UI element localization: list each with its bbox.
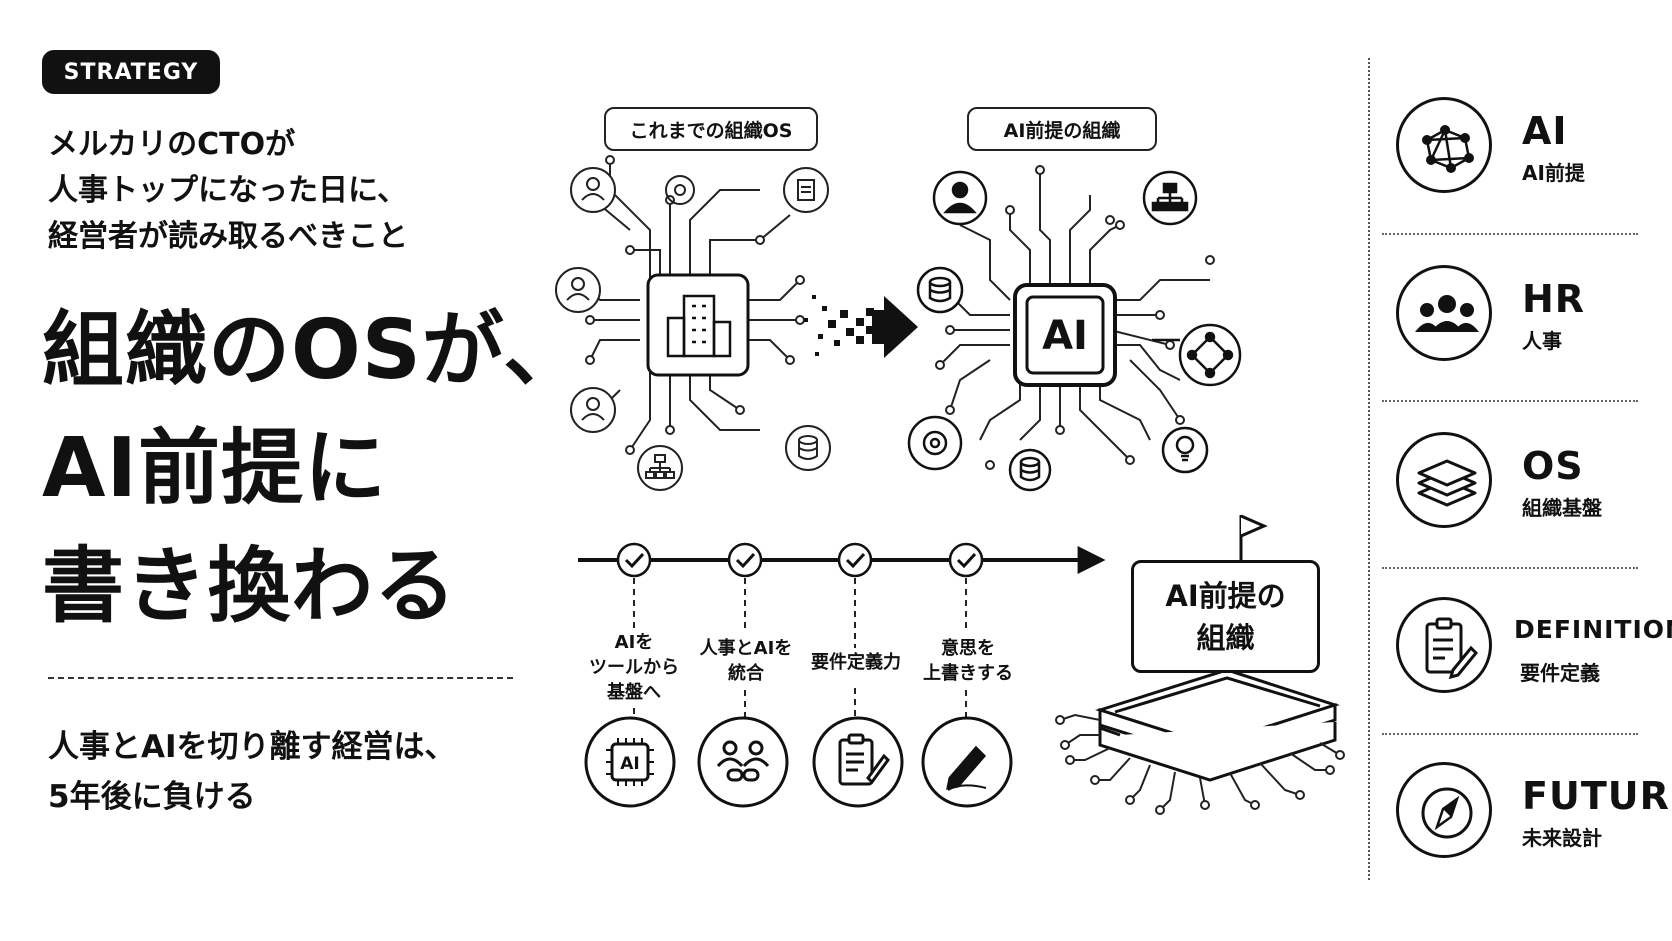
after-gear-icon	[907, 415, 963, 471]
keyword-title: AI	[1522, 109, 1568, 153]
after-circuit-nodes	[925, 165, 1215, 470]
subtitle-line: 経営者が読み取るべきこと	[48, 219, 408, 254]
building-chip	[646, 273, 750, 377]
before-gear-icon	[665, 175, 695, 205]
before-person-icon-bottom	[570, 387, 616, 433]
keyword-separator	[1382, 567, 1638, 569]
keyword-ai: AI AI前提	[1396, 97, 1646, 237]
goal-box: AI前提の 組織	[1131, 560, 1320, 673]
keyword-sub: AI前提	[1522, 161, 1585, 185]
subtitle-line: メルカリのCTOが	[48, 127, 296, 162]
keyword-hr: HR 人事	[1396, 265, 1646, 405]
ai-chip-label: AI	[1042, 313, 1088, 359]
conclusion-line: 人事とAIを切り離す経営は、	[48, 729, 456, 765]
keyword-sub: 組織基盤	[1522, 496, 1602, 520]
subtitle: メルカリのCTOが 人事トップになった日に、 経営者が読み取るべきこと	[48, 122, 518, 260]
conclusion-line: 5年後に負ける	[48, 779, 256, 815]
headline-line: AI前提に	[42, 421, 387, 516]
step-2-label-line: 人事とAIを	[699, 638, 793, 659]
ai-chip-icon: AI	[584, 716, 676, 808]
headline-line: 組織のOSが、	[42, 303, 587, 398]
keyword-title: FUTURE	[1522, 774, 1672, 818]
keyword-definition: DEFINITION 要件定義	[1396, 597, 1672, 737]
keyword-sub: 人事	[1522, 329, 1562, 353]
right-column-divider	[1368, 58, 1370, 880]
step-1-label-line: 基盤へ	[607, 682, 661, 703]
before-person-icon-mid	[555, 267, 601, 313]
before-org-chart-icon	[637, 445, 683, 491]
goal-circuit-nodes	[1055, 715, 1345, 815]
ai-chip	[1013, 283, 1117, 387]
layers-icon	[1396, 432, 1492, 528]
headline: 組織のOSが、 AI前提に 書き換わる	[42, 292, 587, 646]
before-circuit	[560, 160, 801, 451]
goal-line: 組織	[1196, 620, 1255, 655]
before-org-label: これまでの組織OS	[604, 107, 818, 151]
keyword-future: FUTURE 未来設計	[1396, 762, 1672, 902]
step-3-label-line: 要件定義力	[811, 652, 901, 673]
clipboard-pen-icon	[1396, 597, 1492, 693]
left-divider	[48, 677, 513, 679]
transition-arrow	[872, 296, 918, 358]
after-org-label: AI前提の組織	[967, 107, 1157, 151]
keyword-sub: 要件定義	[1520, 661, 1600, 685]
timeline-check-1	[616, 542, 652, 578]
conclusion: 人事とAIを切り離す経営は、 5年後に負ける	[48, 722, 528, 822]
timeline-check-2	[727, 542, 763, 578]
clipboard-icon	[812, 716, 904, 808]
step-2-label: 人事とAIを 統合	[686, 636, 806, 686]
step-1-label-line: AIを	[614, 632, 654, 653]
goal-line: AI前提の	[1165, 578, 1286, 613]
after-network-icon	[1152, 323, 1242, 387]
step-3-label: 要件定義力	[796, 650, 916, 675]
after-lightbulb-icon	[1161, 426, 1209, 474]
people-link-icon	[697, 716, 789, 808]
ai-chip-inner	[1025, 295, 1105, 375]
step-4-label-line: 意思を	[941, 638, 995, 659]
after-org-chart-icon	[1142, 170, 1198, 226]
goal-flag	[1239, 514, 1268, 562]
pen-sign-icon	[921, 716, 1013, 808]
subtitle-line: 人事トップになった日に、	[48, 173, 408, 208]
before-database-icon	[785, 425, 831, 471]
timeline-check-4	[948, 542, 984, 578]
people-icon	[1396, 265, 1492, 361]
ai-chip-icon-text: AI	[620, 754, 639, 774]
step-4-label-line: 上書きする	[923, 663, 1013, 684]
after-database-icon-bottom	[1008, 448, 1052, 492]
goal-platform	[1095, 668, 1340, 782]
keyword-os: OS 組織基盤	[1396, 432, 1646, 572]
step-4-label: 意思を 上書きする	[908, 636, 1028, 686]
network-icon	[1396, 97, 1492, 193]
before-document-icon	[783, 167, 829, 213]
keyword-separator	[1382, 733, 1638, 735]
keyword-title: DEFINITION	[1514, 615, 1672, 644]
strategy-badge: STRATEGY	[42, 50, 220, 94]
building-icon	[666, 294, 732, 358]
after-database-icon-left	[916, 266, 964, 314]
keyword-title: HR	[1522, 277, 1586, 321]
keyword-sub: 未来設計	[1522, 826, 1602, 850]
before-circuit-nodes	[555, 155, 805, 455]
keyword-title: OS	[1522, 444, 1584, 488]
compass-icon	[1396, 762, 1492, 858]
timeline-check-3	[837, 542, 873, 578]
step-1-label: AIを ツールから 基盤へ	[574, 630, 694, 705]
keyword-separator	[1382, 400, 1638, 402]
step-1-label-line: ツールから	[589, 657, 679, 678]
before-person-icon-top	[570, 167, 616, 213]
step-2-label-line: 統合	[728, 663, 764, 684]
after-person-icon	[932, 170, 988, 226]
headline-line: 書き換わる	[42, 539, 458, 634]
keyword-separator	[1382, 233, 1638, 235]
